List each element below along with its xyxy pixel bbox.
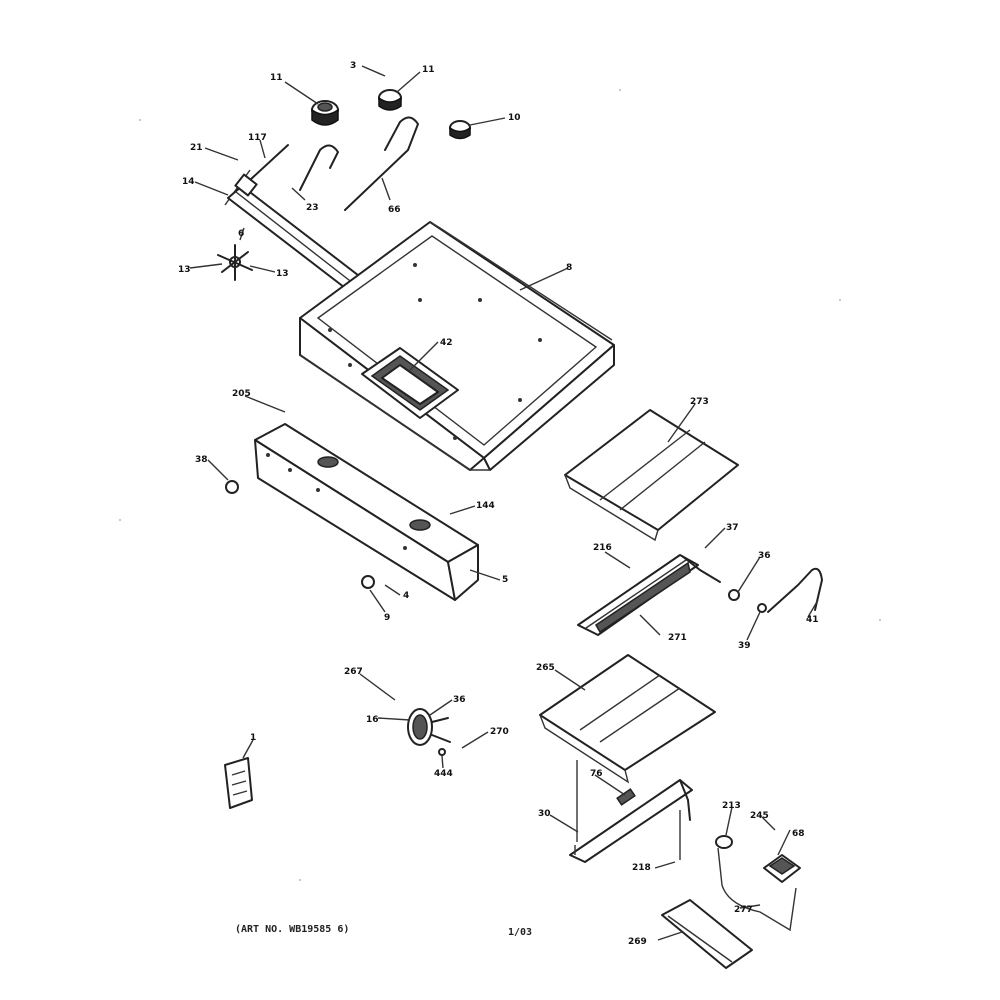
hex-nut-bottom	[361, 575, 375, 589]
burner-box	[299, 221, 615, 471]
callout-38: 38	[195, 455, 208, 465]
callout-13: 13	[178, 265, 191, 275]
callout-277: 277	[734, 905, 753, 915]
callout-218: 218	[632, 863, 651, 873]
callout-39: 39	[738, 641, 751, 651]
callout-205: 205	[232, 389, 251, 399]
callout-42: 42	[440, 338, 453, 348]
callout-36: 36	[758, 551, 771, 561]
callout-271: 271	[668, 633, 687, 643]
spring-clip-left	[299, 144, 339, 191]
callout-11: 11	[270, 73, 283, 83]
installation-instructions	[224, 757, 253, 809]
scan-noise	[119, 89, 881, 881]
callout-5: 5	[502, 575, 508, 585]
callout-117: 117	[248, 133, 267, 143]
burner-knob-large	[311, 100, 339, 126]
electrode-rod	[249, 144, 289, 181]
igniter-bracket	[767, 567, 823, 613]
callout-6: 6	[238, 229, 244, 239]
callout-labels: 11 3 11 10 21 117 14 23 66 6 8 13 13 42 …	[178, 61, 819, 947]
callout-14: 14	[182, 177, 195, 187]
callout-3: 3	[350, 61, 356, 71]
callout-265: 265	[536, 663, 555, 673]
callout-76: 76	[590, 769, 603, 779]
washer-right	[728, 589, 740, 601]
burner-knob-small	[449, 120, 471, 140]
spring-clip-right	[344, 116, 419, 211]
callout-4: 4	[403, 591, 409, 601]
callout-245: 245	[750, 811, 769, 821]
callout-270: 270	[490, 727, 509, 737]
air-shutter	[217, 244, 253, 281]
callout-68: 68	[792, 829, 805, 839]
callout-37: 37	[726, 523, 739, 533]
art-number: (ART NO. WB19585 6)	[235, 924, 349, 935]
callout-269: 269	[628, 937, 647, 947]
callout-8: 8	[566, 263, 572, 273]
callout-267: 267	[344, 667, 363, 677]
callout-1: 1	[250, 733, 256, 743]
callout-273: 273	[690, 397, 709, 407]
leader-lines	[189, 65, 819, 941]
callout-21: 21	[190, 143, 203, 153]
callout-9: 9	[384, 613, 390, 623]
callout-23: 23	[306, 203, 319, 213]
callout-213: 213	[722, 801, 741, 811]
gas-valve-regulator	[407, 708, 451, 756]
callout-216: 216	[593, 543, 612, 553]
callout-30: 30	[538, 809, 551, 819]
callout-444: 444	[434, 769, 453, 779]
hex-nut-left	[225, 480, 239, 494]
callout-36b: 36	[453, 695, 466, 705]
page-number: 1/03	[508, 927, 532, 938]
valve-knob-lower	[715, 835, 733, 849]
callout-13b: 13	[276, 269, 289, 279]
burner-tube-assembly	[577, 554, 721, 636]
front-manifold-bracket	[254, 423, 479, 601]
igniter-wire	[717, 847, 797, 932]
drip-tray	[661, 899, 753, 969]
callout-16: 16	[366, 715, 379, 725]
burner-box-vent	[361, 347, 459, 419]
callout-66: 66	[388, 205, 401, 215]
burner-knob-medium	[378, 89, 402, 111]
callout-10: 10	[508, 113, 521, 123]
callout-144: 144	[476, 501, 495, 511]
callout-11b: 11	[422, 65, 435, 75]
flame-spreader-upper	[564, 409, 739, 542]
broil-pan-lower	[539, 654, 716, 784]
callout-41: 41	[806, 615, 819, 625]
igniter-module	[763, 854, 801, 883]
lower-burner-bracket	[569, 779, 693, 863]
nut-right	[757, 603, 767, 613]
